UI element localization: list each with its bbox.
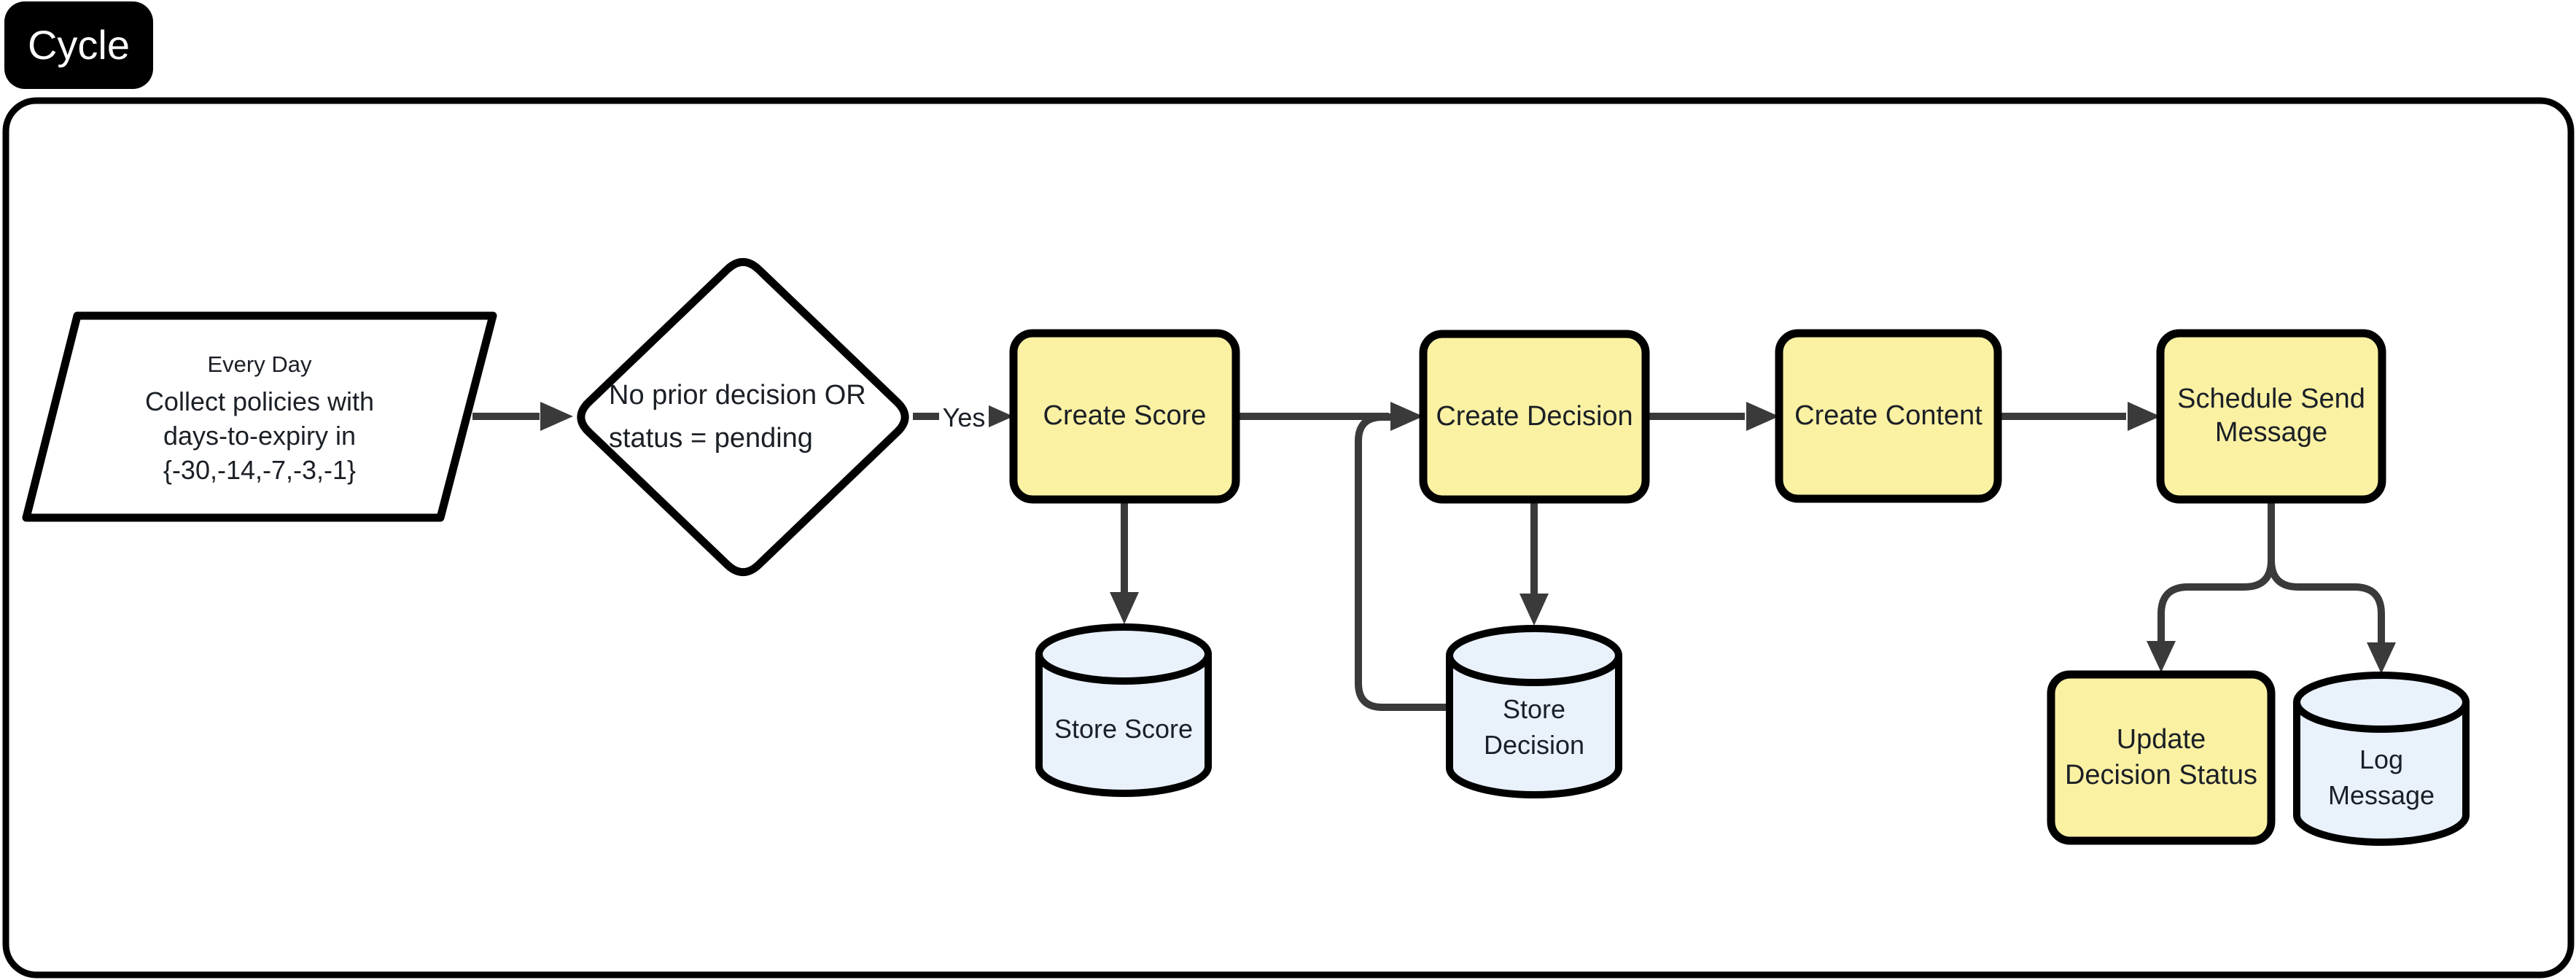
node-create-decision[interactable] — [1419, 330, 1650, 504]
arrowhead — [1110, 592, 1139, 624]
node-schedule-send-message[interactable] — [2156, 329, 2386, 504]
node-create-score[interactable] — [1009, 329, 1240, 504]
cylinder-lid — [2293, 672, 2470, 733]
arrowhead — [2128, 402, 2160, 431]
node-store-score[interactable] — [1035, 623, 1212, 797]
edge-schedule-to-log-message[interactable] — [2268, 501, 2385, 642]
arrowhead — [2147, 641, 2176, 672]
cylinder-body — [2293, 702, 2470, 846]
arrowhead — [1390, 402, 1423, 431]
cycle-frame[interactable] — [2, 97, 2575, 979]
arrowhead — [2367, 642, 2396, 674]
node-log-message[interactable] — [2293, 672, 2470, 846]
node-create-content[interactable] — [1775, 329, 2002, 503]
arrowhead — [1746, 402, 1779, 431]
arrowhead — [981, 402, 1013, 431]
diagram-title-badge[interactable]: Cycle — [4, 1, 153, 89]
node-store-decision[interactable] — [1446, 625, 1622, 798]
node-update-decision-status[interactable] — [2047, 670, 2276, 845]
edge-schedule-to-update-status[interactable] — [2157, 501, 2275, 641]
cylinder-body — [1446, 656, 1622, 798]
node-gate-diamond[interactable] — [577, 257, 909, 577]
cylinder-body — [1035, 654, 1212, 797]
arrowhead — [540, 402, 573, 431]
cylinder-lid — [1446, 625, 1622, 686]
cylinder-lid — [1035, 623, 1212, 685]
diagram-title: Cycle — [27, 22, 131, 68]
arrowhead — [1519, 594, 1549, 626]
node-collect-parallelogram[interactable] — [22, 311, 497, 522]
